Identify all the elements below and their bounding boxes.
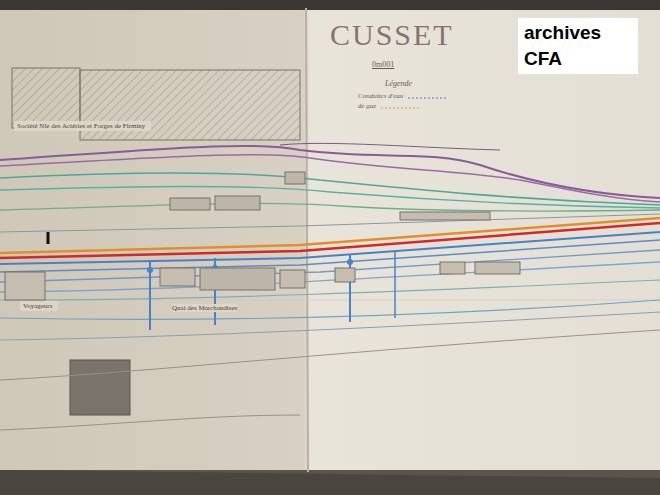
legend-sample — [408, 95, 448, 101]
factory-building: Société Nle des Aciéries et Forges de Fi… — [14, 121, 151, 131]
legend-heading: Légende — [385, 79, 412, 88]
watermark: archives CFA — [518, 18, 638, 74]
platform-label: Quai des Marchandises — [172, 304, 237, 312]
building-name: Société Nle des Aciéries et Forges de Fi… — [17, 122, 148, 130]
scale-text: 0m001 — [372, 60, 394, 69]
station-building: Voyageurs — [20, 301, 58, 311]
legend-text: Conduites d'eau — [358, 92, 403, 100]
legend-sample — [381, 105, 421, 111]
building-name: Voyageurs — [23, 302, 55, 310]
legend-text: de gaz — [358, 102, 376, 110]
plan-title: CUSSET — [330, 18, 454, 52]
